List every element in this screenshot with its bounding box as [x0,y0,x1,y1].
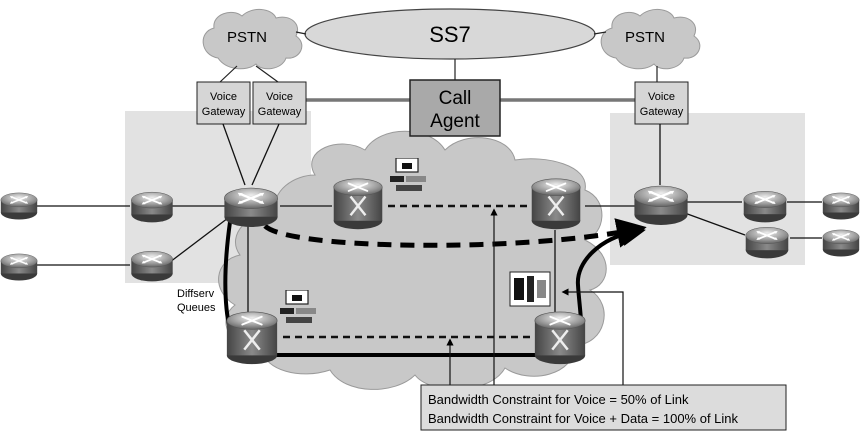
queue-icon [509,271,551,307]
callout-line2: Bandwidth Constraint for Voice + Data = … [428,411,739,426]
core-switch-top-right [530,177,582,231]
core-switch-top-left [332,177,384,231]
core-switch-bottom-left [225,310,279,366]
router-edge-right-bottom [822,229,860,258]
gateway-right-line1: Voice [648,91,675,103]
gateway-left-2-line2: Gateway [258,106,302,118]
router-access-right-bottom [744,226,790,260]
pstn-label-right: PSTN [625,29,665,46]
voice-gateway-left-1: Voice Gateway [196,81,251,125]
pstn-cloud-left [202,9,303,70]
gateway-left-1-line2: Gateway [202,106,246,118]
router-access-left-bottom [130,250,174,283]
diffserv-label-line2: Queues [177,302,216,314]
router-edge-left-bottom [0,253,38,282]
voice-gateway-right: Voice Gateway [634,81,689,125]
router-access-right-top [742,190,788,224]
router-access-left-top [130,191,174,224]
bandwidth-callout: Bandwidth Constraint for Voice = 50% of … [420,384,787,431]
voice-gateway-left-2: Voice Gateway [252,81,307,125]
network-links [36,123,822,315]
core-cloud [218,130,607,390]
lsp-dashed-lines [283,204,530,339]
ss7-label: SS7 [429,22,471,47]
call-agent-line1: Call [439,88,472,109]
call-agent: Call Agent [409,79,501,137]
gateway-left-1-line1: Voice [210,91,237,103]
signaling-links [219,31,658,83]
gateway-left-2-line1: Voice [266,91,293,103]
router-pe-right [633,184,689,227]
call-agent-line2: Agent [430,111,480,132]
pstn-cloud-right [600,9,701,70]
callout-line1: Bandwidth Constraint for Voice = 50% of … [428,392,689,407]
router-pe-left [223,186,279,229]
pstn-label-left: PSTN [227,29,267,46]
diffserv-label-line1: Diffserv [177,288,215,300]
router-edge-right-top [822,192,860,221]
core-switch-bottom-right [533,310,587,366]
router-edge-left-top [0,192,38,221]
callout-leaders [446,208,624,385]
gateway-right-line2: Gateway [640,106,684,118]
